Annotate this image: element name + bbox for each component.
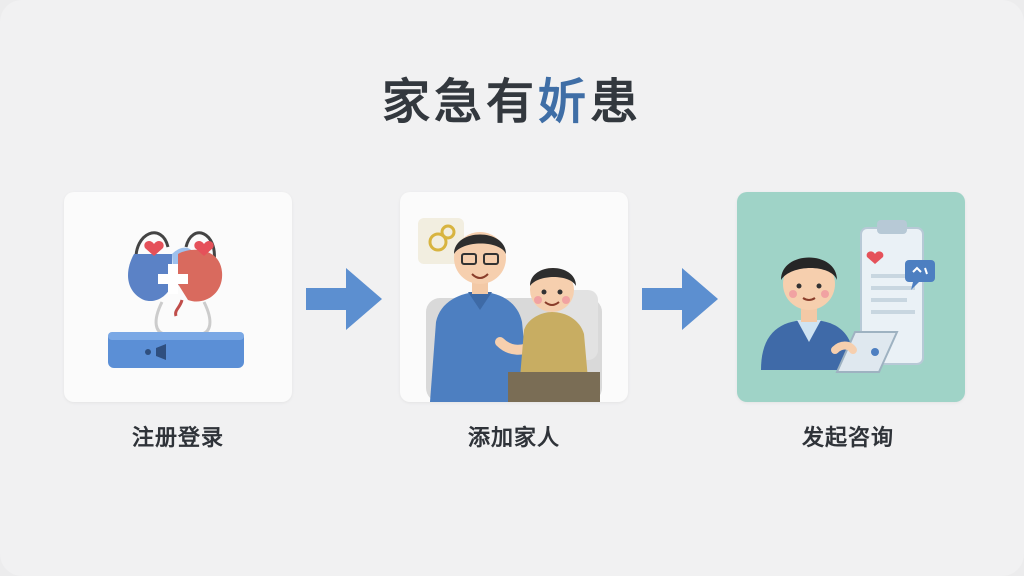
arrow-right-icon [642,268,718,330]
family-members-icon [418,218,602,402]
step-3-label: 发起咨询 [801,426,894,451]
step-1-label: 注册登录 [131,426,224,451]
title-end: 患 [590,74,643,130]
medical-heart-login-icon [108,231,244,368]
arrow-right-icon [306,268,382,330]
page-title: 家急有妡患 [0,62,1024,132]
doctor-consultation-icon [761,220,935,373]
step-3-illustration [737,192,965,402]
title-main: 家急有 [381,74,538,130]
step-2-label: 添加家人 [467,426,560,451]
title-accent: 妡 [537,74,590,130]
step-1-illustration [64,192,292,402]
step-2-illustration [400,192,628,402]
